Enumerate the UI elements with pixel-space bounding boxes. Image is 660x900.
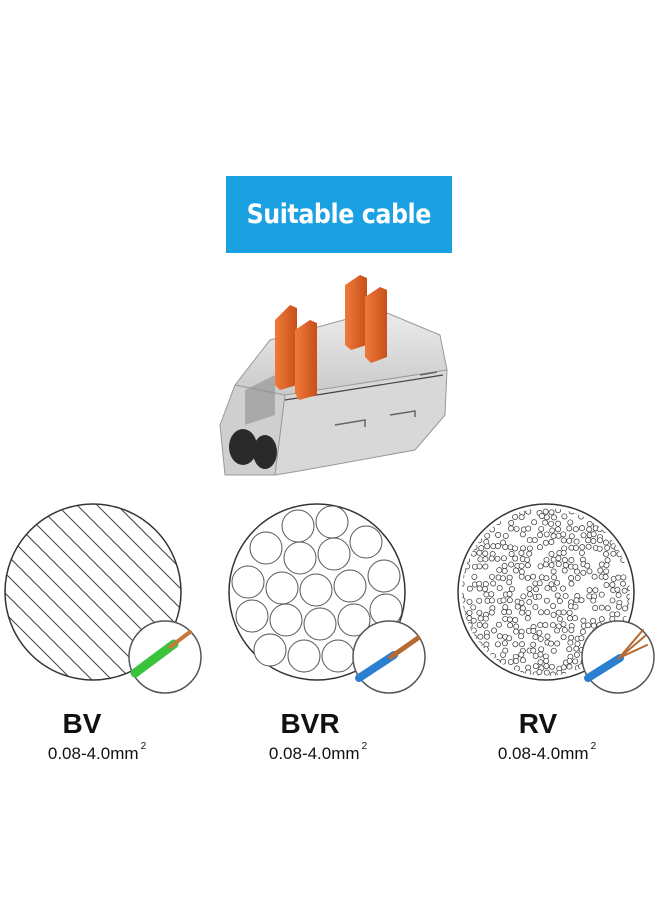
- rv-cable-cross-section: [455, 500, 655, 700]
- cable-type-rv: RV: [518, 708, 558, 739]
- fine-strand-wire-icon: [581, 620, 655, 694]
- bvr-cable-cross-section: [226, 500, 426, 700]
- cable-type-bvr: BVR: [280, 708, 340, 739]
- title-banner: Suitable cable: [226, 176, 452, 253]
- solid-copper-wire-icon: [128, 620, 202, 694]
- wire-connector-image: [219, 275, 448, 476]
- cable-type-bv: BV: [62, 708, 102, 739]
- multi-strand-wire-icon: [352, 620, 426, 694]
- banner-title: Suitable cable: [246, 199, 432, 230]
- bv-cable-cross-section: [2, 500, 202, 700]
